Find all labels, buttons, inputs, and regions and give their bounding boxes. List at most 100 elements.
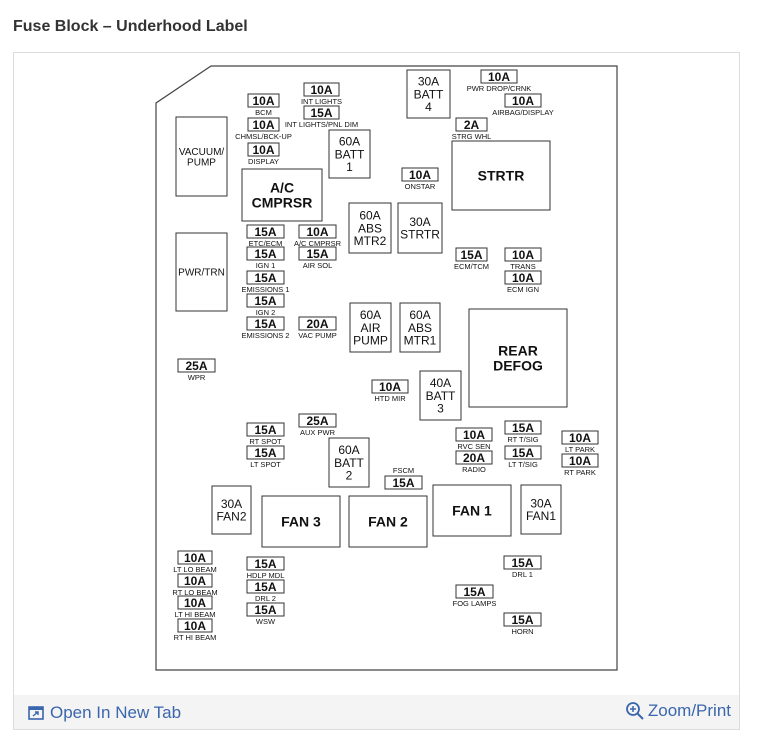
component-label-60a-batt-1-1: BATT — [335, 147, 365, 161]
fuse-label-lt-t-sig: LT T/SIG — [508, 460, 538, 469]
component-box-fan-2 — [348, 495, 428, 548]
fuse-label-htd-mir: HTD MIR — [374, 394, 406, 403]
fuse-rating-lt-t-sig: 15A — [512, 446, 534, 460]
component-label-strtr-0: STRTR — [478, 168, 525, 184]
component-label-60a-batt-1-0: 60A — [339, 135, 360, 149]
fuse-rating-int-lights-pnl-dim: 15A — [310, 106, 332, 120]
component-label-30a-fan1-0: 30A — [530, 497, 551, 511]
fuse-rating-rvc-sen: 10A — [463, 428, 485, 442]
component-label-40a-batt-3-1: BATT — [426, 389, 456, 403]
fuse-box-htd-mir — [371, 379, 409, 394]
fuse-box-int-lights — [303, 82, 340, 97]
fuse-label-emissions-1: EMISSIONS 1 — [242, 285, 290, 294]
component-label-vacuum-pump-0: VACUUM/ — [179, 147, 225, 158]
fuse-rating-fog-lamps: 15A — [463, 585, 485, 599]
component-label-30a-fan2-1: FAN2 — [216, 510, 246, 524]
component-box-30a-fan2 — [211, 485, 252, 535]
fuse-rating-onstar: 10A — [409, 168, 431, 182]
fuse-box-hdlp-mdl — [246, 556, 285, 571]
fuse-label-rt-park: RT PARK — [564, 468, 596, 477]
fuse-rating-vac-pump: 20A — [306, 317, 328, 331]
fuse-box-air-sol — [298, 246, 337, 261]
fuse-rating-ign-1: 15A — [254, 247, 276, 261]
fuse-box-a-c-cmprsr — [298, 224, 337, 239]
fuse-rating-pwr-drop-crnk: 10A — [488, 70, 510, 84]
fuse-label-a-c-cmprsr: A/C CMPRSR — [294, 239, 342, 248]
component-box-60a-batt-2 — [328, 437, 370, 488]
fuse-box-ecm-ign — [504, 270, 542, 285]
component-box-60a-abs-mtr1 — [399, 302, 441, 353]
component-box-rear-defog — [468, 308, 568, 408]
fuse-box-ecm-tcm — [455, 247, 488, 262]
fuse-label-fog-lamps: FOG LAMPS — [453, 599, 497, 608]
component-box-strtr — [451, 140, 551, 211]
fuse-box-pwr-drop-crnk — [480, 69, 518, 84]
fuse-label-fscm: FSCM — [393, 466, 414, 475]
fuse-box-lt-t-sig — [504, 445, 542, 460]
component-box-fan-3 — [261, 495, 341, 548]
component-box-30a-batt-4 — [406, 69, 451, 119]
fuse-label-horn: HORN — [511, 627, 533, 636]
component-box-fan-1 — [432, 484, 512, 537]
component-label-fan-1-0: FAN 1 — [452, 503, 492, 519]
zoom-print-link[interactable]: Zoom/Print — [625, 701, 731, 721]
fuse-rating-rt-spot: 15A — [254, 423, 276, 437]
open-new-tab-link[interactable]: Open In New Tab — [28, 703, 181, 723]
fuse-rating-bcm: 10A — [252, 94, 274, 108]
component-label-60a-batt-2-2: 2 — [346, 468, 353, 482]
fuse-rating-hdlp-mdl: 15A — [254, 557, 276, 571]
component-label-30a-fan1-1: FAN1 — [526, 509, 556, 523]
fuse-box-rvc-sen — [455, 427, 493, 442]
component-box-a-c-cmprsr — [241, 168, 323, 222]
fuse-label-rt-spot: RT SPOT — [249, 437, 282, 446]
component-label-60a-air-pump-1: AIR — [360, 321, 380, 335]
fuse-label-wsw: WSW — [256, 617, 276, 626]
component-label-30a-batt-4-2: 4 — [425, 100, 432, 114]
component-box-vacuum-pump — [175, 116, 228, 197]
fuse-label-pwr-drop-crnk: PWR DROP/CRNK — [467, 84, 532, 93]
component-label-30a-strtr-1: STRTR — [400, 228, 440, 242]
fuse-box-airbag-display — [504, 93, 542, 108]
fuse-label-bcm: BCM — [255, 108, 272, 117]
fuse-box-ign-2 — [246, 293, 285, 308]
fuse-label-rt-t-sig: RT T/SIG — [507, 435, 538, 444]
page-title: Fuse Block – Underhood Label — [13, 18, 248, 35]
component-label-30a-fan2-0: 30A — [221, 497, 242, 511]
fuse-label-drl-2: DRL 2 — [255, 594, 276, 603]
fuse-box-etc-ecm — [246, 224, 285, 239]
component-label-30a-strtr-0: 30A — [409, 215, 430, 229]
fuse-rating-aux-pwr: 25A — [306, 414, 328, 428]
fuse-label-int-lights: INT LIGHTS — [301, 97, 342, 106]
fuse-rating-emissions-2: 15A — [254, 317, 276, 331]
fuse-rating-lt-spot: 15A — [254, 446, 276, 460]
component-label-40a-batt-3-0: 40A — [430, 376, 451, 390]
fuse-label-int-lights-pnl-dim: INT LIGHTS/PNL DIM — [285, 120, 358, 129]
fuse-box-onstar — [401, 167, 439, 182]
component-label-rear-defog-1: DEFOG — [493, 357, 543, 373]
